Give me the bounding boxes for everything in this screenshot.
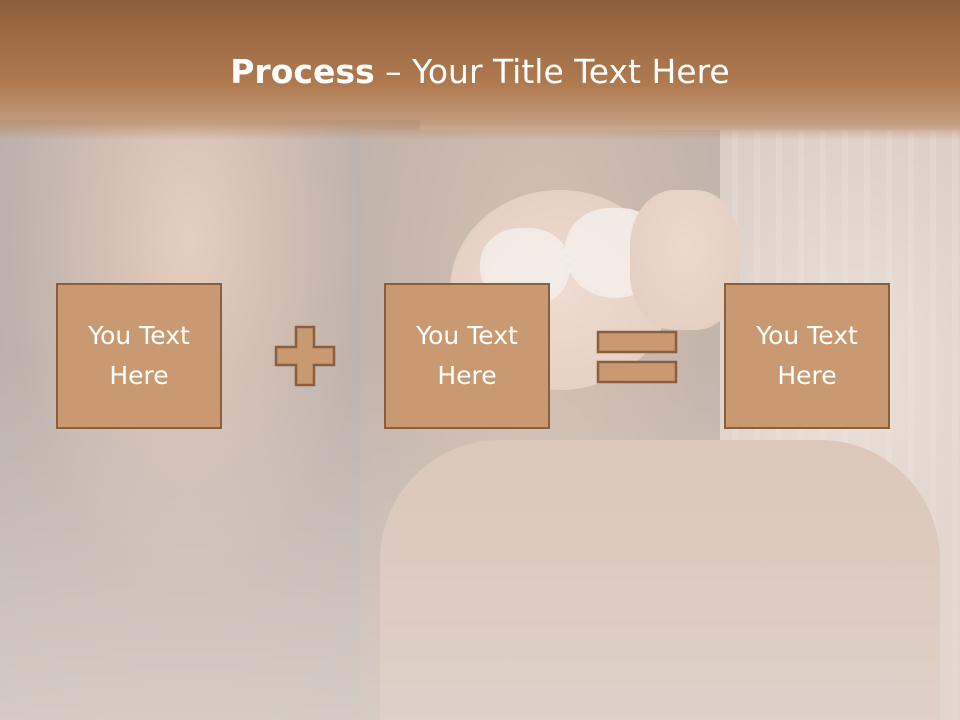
box-1-line-1: You Text <box>88 321 190 350</box>
process-box-3[interactable]: You Text Here <box>724 283 890 429</box>
box-2-line-1: You Text <box>416 321 518 350</box>
process-box-1[interactable]: You Text Here <box>56 283 222 429</box>
box-2-line-2: Here <box>437 361 497 390</box>
box-1-line-2: Here <box>109 361 169 390</box>
process-box-2[interactable]: You Text Here <box>384 283 550 429</box>
equals-icon <box>596 330 678 384</box>
title-bold: Process <box>230 52 375 91</box>
title-text: – Your Title Text Here <box>374 52 730 91</box>
plus-icon <box>274 325 336 387</box>
title-bar <box>0 0 960 140</box>
box-3-line-1: You Text <box>756 321 858 350</box>
box-3-line-2: Here <box>777 361 837 390</box>
slide-title[interactable]: Process – Your Title Text Here <box>0 52 960 91</box>
